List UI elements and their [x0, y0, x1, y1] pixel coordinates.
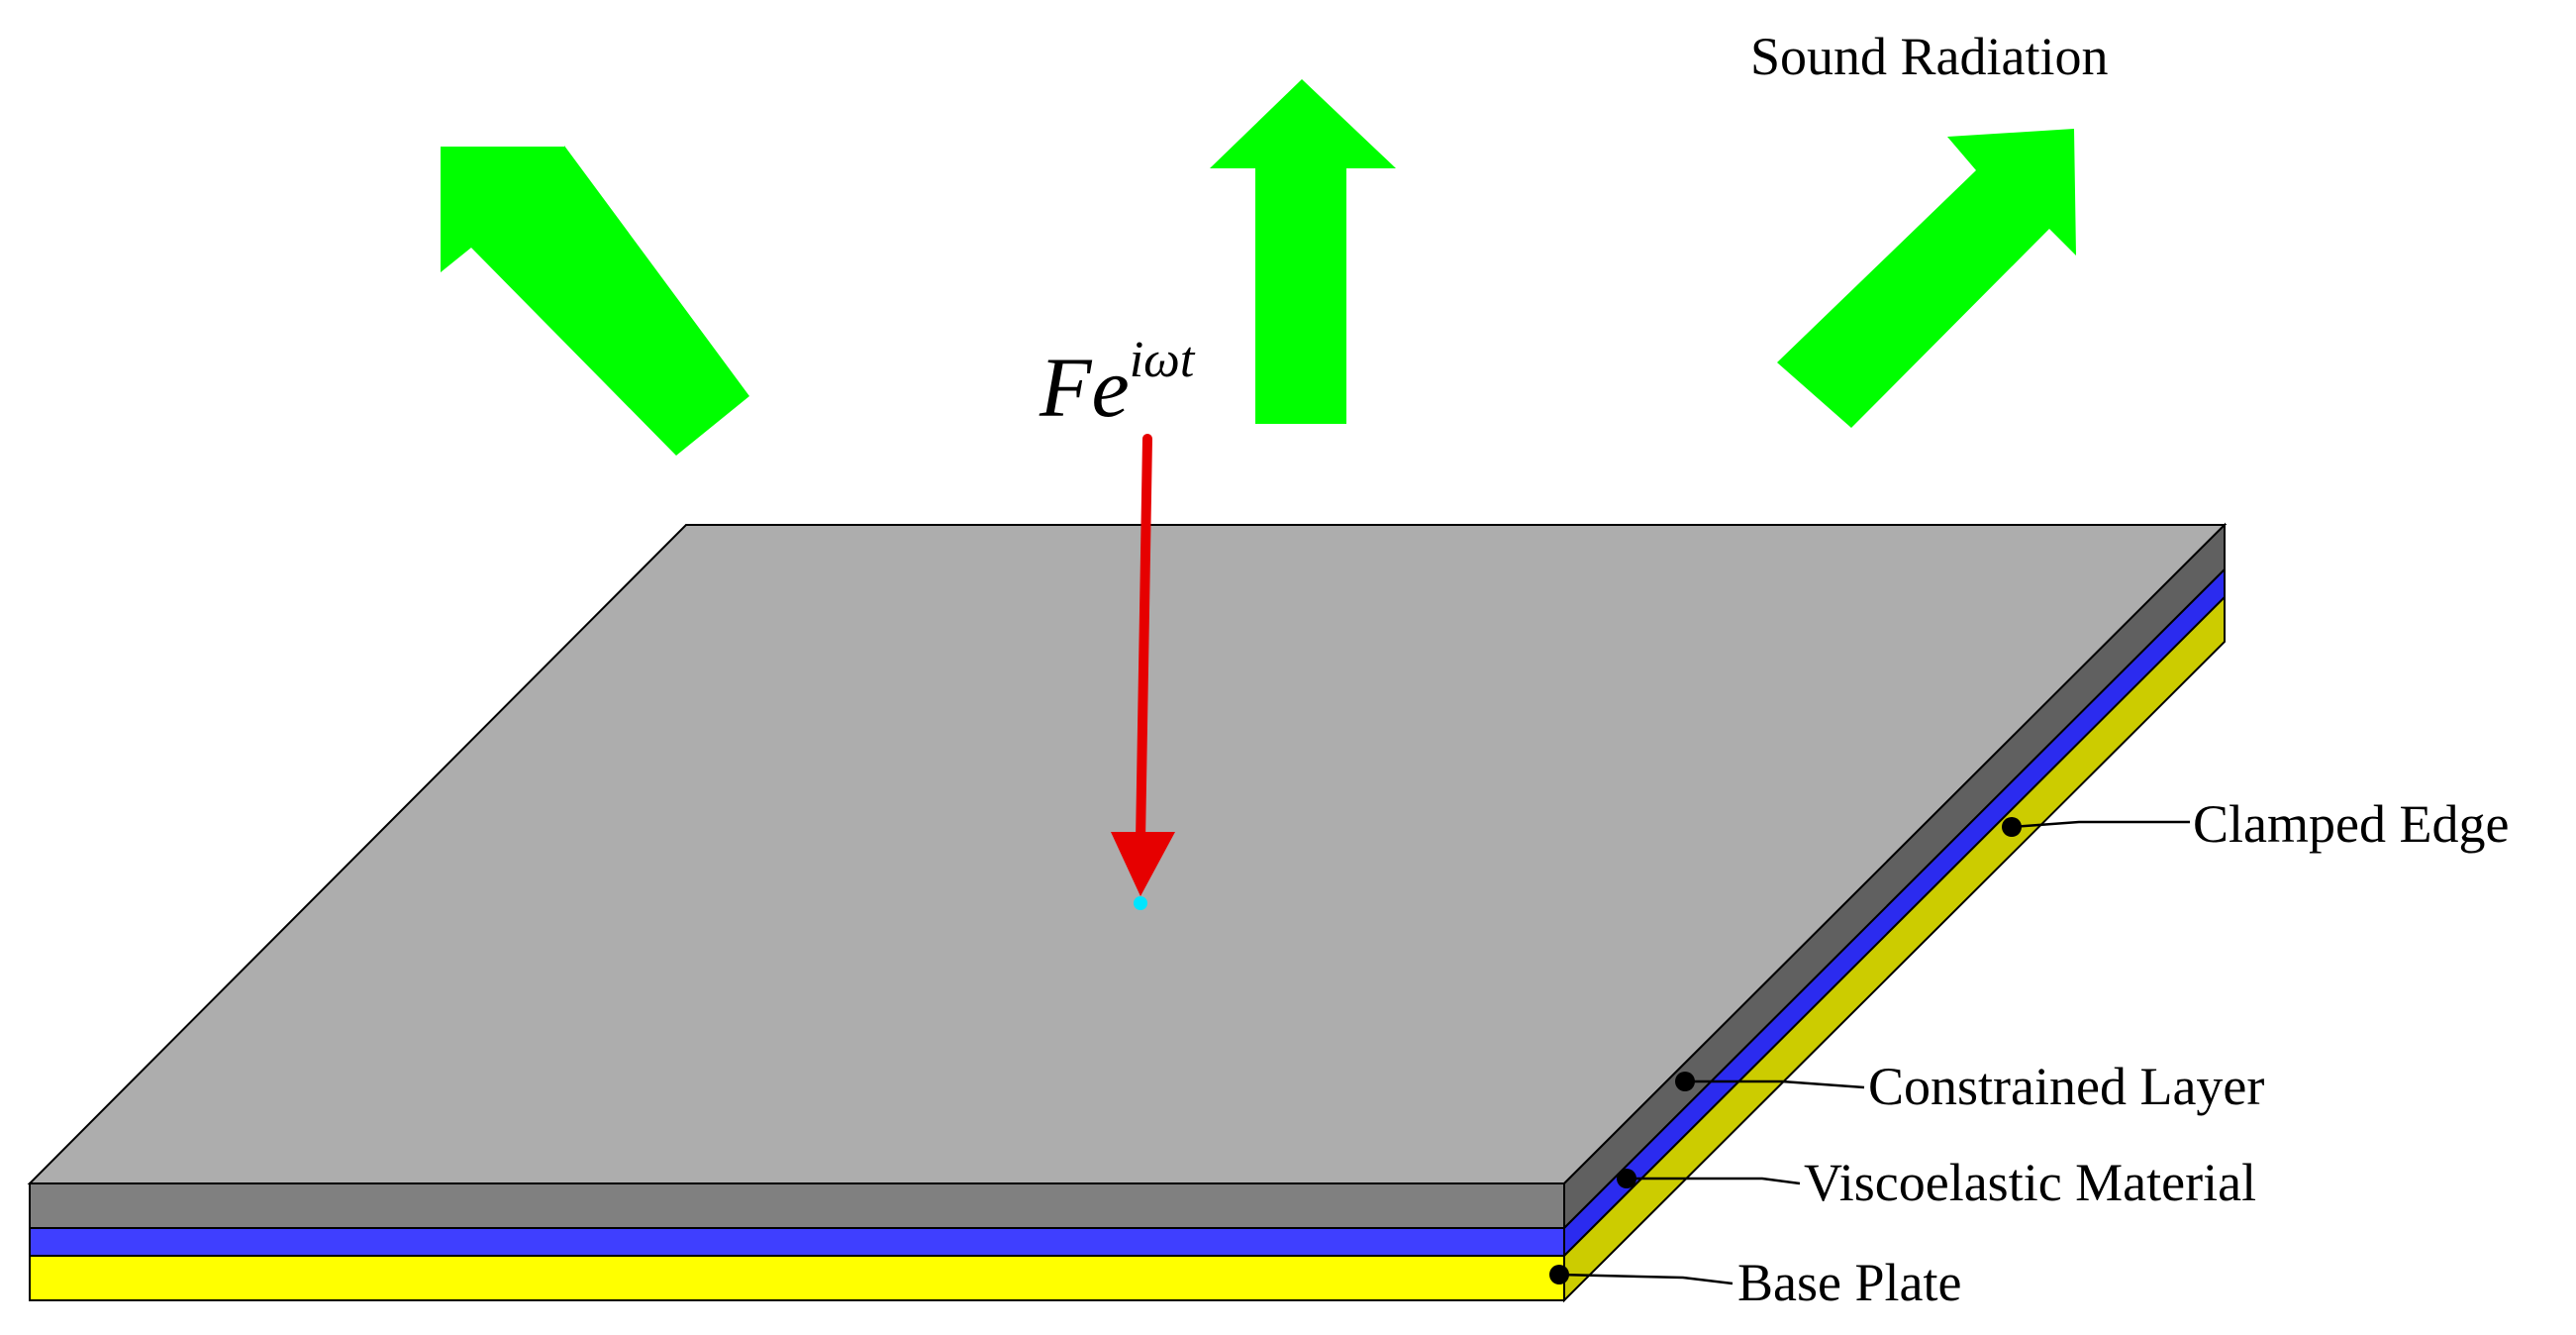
force-arrow-head [1111, 832, 1175, 896]
base-plate-side [1563, 594, 2226, 1303]
base-plate-front [29, 1255, 1565, 1301]
clamped-edge-dot [2002, 817, 2022, 837]
load-point [1134, 896, 1147, 910]
base-plate-leader [1558, 1273, 1734, 1285]
force-label: Feiωt [1039, 332, 1196, 435]
radiation-arrow-right [1777, 129, 2076, 428]
force-arrow-shaft [1136, 434, 1152, 847]
radiation-arrow-left [441, 146, 749, 456]
force-label-exponent: iωt [1130, 332, 1196, 388]
leader-lines [1558, 820, 2190, 1285]
force-label-base: Fe [1039, 340, 1130, 435]
base-plate-label: Base Plate [1737, 1253, 1961, 1312]
sound-radiation-label: Sound Radiation [1750, 27, 2109, 86]
viscoelastic-layer-front [29, 1227, 1565, 1257]
radiation-arrow-up [1210, 79, 1396, 424]
viscoelastic-material-label: Viscoelastic Material [1804, 1153, 2256, 1212]
laminated-plate [27, 522, 2228, 1303]
clamped-edge-leader [2011, 820, 2190, 829]
base-plate-dot [1549, 1265, 1569, 1284]
viscoelastic-dot [1617, 1169, 1636, 1188]
constrained-layer-front [29, 1182, 1565, 1229]
constrained-layer-leader [1685, 1079, 1865, 1089]
leader-dots [1549, 817, 2022, 1284]
sound-radiation-arrows [441, 79, 2076, 456]
force-arrow [1111, 434, 1175, 910]
viscoelastic-leader [1627, 1177, 1801, 1185]
constrained-layer-label: Constrained Layer [1868, 1057, 2264, 1116]
constrained-layer-dot [1675, 1072, 1695, 1091]
clamped-edge-label: Clamped Edge [2193, 794, 2509, 854]
